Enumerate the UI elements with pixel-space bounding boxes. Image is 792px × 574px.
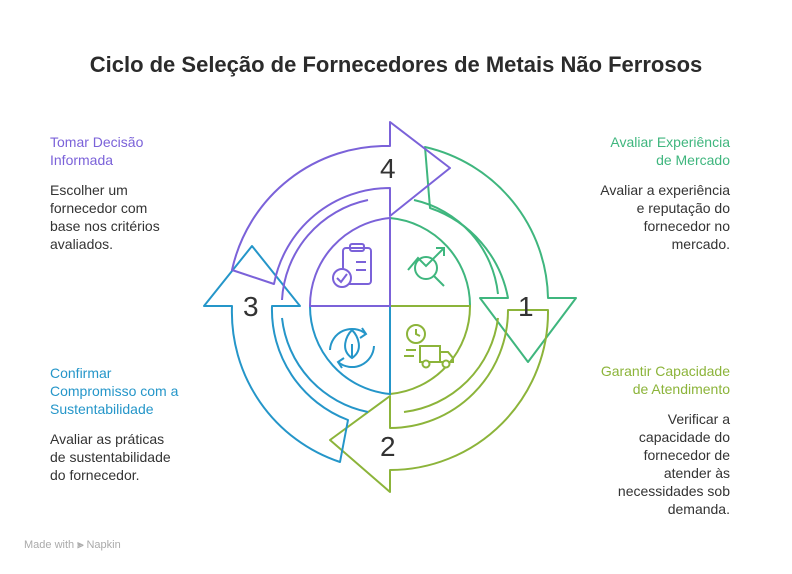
inner-ring-lime xyxy=(403,317,499,413)
step-1-description: Avaliar a experiência e reputação do for… xyxy=(600,182,730,252)
step-4-title: Tomar Decisão Informada xyxy=(50,134,144,168)
step-1-arrow xyxy=(424,146,577,363)
inner-ring-purple xyxy=(281,199,369,301)
step-4-block: Tomar Decisão Informada Escolher um forn… xyxy=(50,133,220,253)
step-1-title: Avaliar Experiência de Mercado xyxy=(610,134,730,168)
napkin-logo-icon: ⪢ xyxy=(77,539,84,551)
inner-ring-green xyxy=(413,199,499,295)
clipboard-check-icon xyxy=(332,243,372,288)
leaf-recycle-icon xyxy=(329,327,375,369)
step-2-title: Garantir Capacidade de Atendimento xyxy=(600,363,730,397)
chart-magnifier-icon xyxy=(407,247,445,287)
inner-quadrant-purple xyxy=(308,216,391,307)
step-3-number: 3 xyxy=(243,291,259,322)
step-3-arrow xyxy=(203,245,349,463)
watermark: Made with ⪢ Napkin xyxy=(24,539,121,552)
page-title: Ciclo de Seleção de Fornecedores de Meta… xyxy=(89,52,703,77)
step-3-block: Confirmar Compromisso com a Sustentabili… xyxy=(50,364,230,484)
step-3-description: Avaliar as práticas de sustentabilidade … xyxy=(50,431,171,483)
step-4-description: Escolher um fornecedor com base nos crit… xyxy=(50,182,160,252)
watermark-brand: Napkin xyxy=(86,539,121,551)
inner-quadrant-blue xyxy=(308,305,391,396)
delivery-truck-icon xyxy=(404,324,454,369)
step-2-description: Verificar a capacidade do fornecedor de … xyxy=(617,411,730,517)
inner-quadrant-lime xyxy=(389,305,472,396)
inner-quadrant-green xyxy=(389,216,472,307)
step-3-title: Confirmar Compromisso com a Sustentabili… xyxy=(50,365,179,417)
step-2-number: 2 xyxy=(380,431,396,462)
step-2-block: Garantir Capacidade de Atendimento Verif… xyxy=(560,362,730,518)
step-4-arrow xyxy=(231,121,451,285)
step-1-number: 1 xyxy=(518,291,534,322)
inner-ring-blue xyxy=(281,317,369,413)
step-1-block: Avaliar Experiência de Mercado Avaliar a… xyxy=(560,133,730,253)
step-2-arrow xyxy=(329,309,550,493)
watermark-prefix: Made with xyxy=(24,539,75,551)
step-4-number: 4 xyxy=(380,153,396,184)
